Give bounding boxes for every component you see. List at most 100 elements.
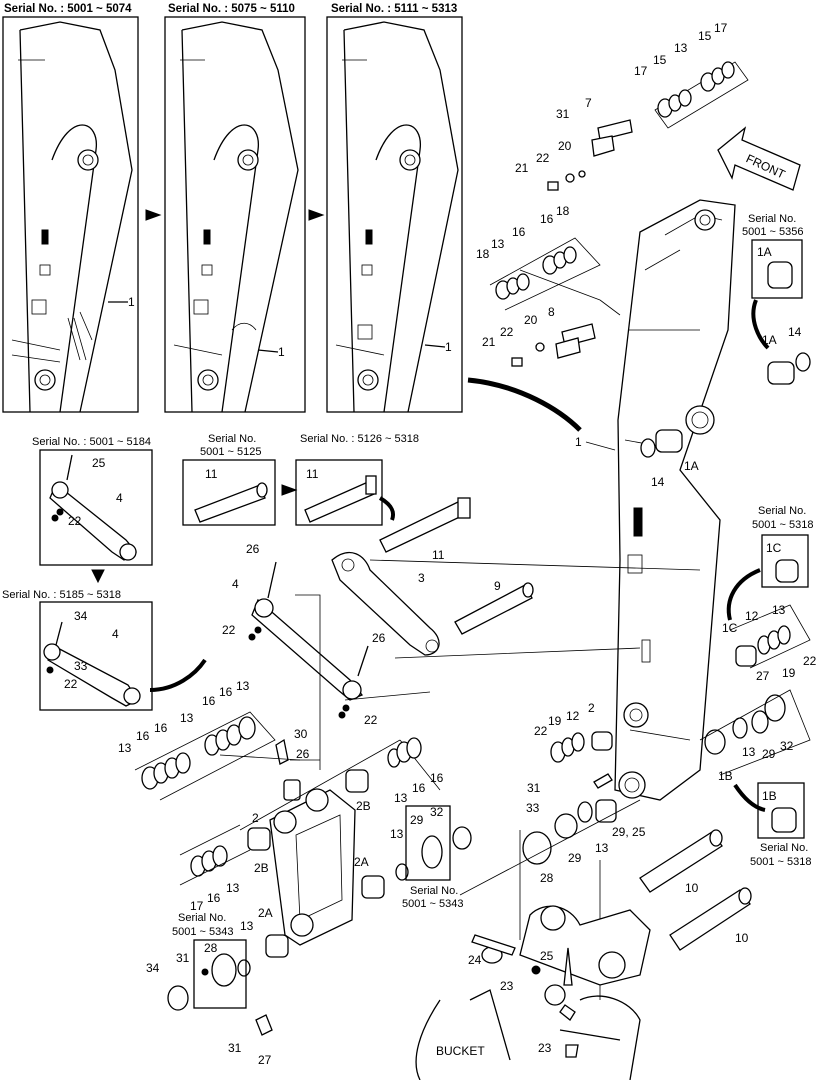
boom-panel-3 <box>326 16 463 413</box>
arrow-right-icon <box>308 209 325 221</box>
callout: 11 <box>205 467 218 481</box>
pin-11-assembly: 11 <box>379 497 471 562</box>
washer-stack-2b-right: 13 16 16 <box>387 737 444 805</box>
link-3: 3 <box>331 551 440 656</box>
callout: 8 <box>548 305 555 319</box>
washer-stack-mid: 18 13 16 16 18 <box>476 204 601 311</box>
callout: 21 <box>482 335 496 349</box>
callout: 13 <box>240 919 254 933</box>
callout: 23 <box>538 1041 552 1055</box>
callout: 2B <box>254 861 269 875</box>
callout: 13 <box>491 237 505 251</box>
callout: 20 <box>558 139 572 153</box>
callout: 1 <box>445 340 452 354</box>
inset-caption: 5001 ~ 5343 <box>402 898 463 910</box>
callout: 22 <box>500 325 514 339</box>
callout: 22 <box>364 713 378 727</box>
callout: 1 <box>128 295 135 309</box>
callout: 19 <box>548 714 562 728</box>
callout: 25 <box>540 949 554 963</box>
callout: 30 <box>294 727 308 741</box>
inset-caption: Serial No. : 5001 ~ 5184 <box>32 436 151 448</box>
callout: 34 <box>74 609 88 623</box>
callout: 2B <box>356 799 371 813</box>
callout: 9 <box>494 579 501 593</box>
callout: 26 <box>372 631 386 645</box>
callout: 16 <box>202 694 216 708</box>
arrow-right-icon <box>145 209 162 221</box>
callout: 33 <box>74 659 88 673</box>
inset-caption: Serial No. <box>748 213 796 225</box>
callout: 25 <box>92 456 106 470</box>
callout: 27 <box>258 1053 272 1067</box>
callout: 21 <box>515 161 529 175</box>
inset-box-pin11-b <box>295 459 383 526</box>
inset-caption: 5001 ~ 5318 <box>752 519 813 531</box>
inset-caption: Serial No. <box>758 505 806 517</box>
link-4-assembly: 26 4 22 26 22 <box>222 542 386 727</box>
washer-stack-boom-left: 22 19 12 2 31 <box>527 701 613 795</box>
callout: 15 <box>698 29 712 43</box>
callout: 4 <box>116 491 123 505</box>
inset-caption: Serial No. <box>178 912 226 924</box>
callout: 16 <box>512 225 526 239</box>
callout: 1 <box>278 345 285 359</box>
callout: 1B <box>762 789 777 803</box>
callout: 7 <box>585 96 592 110</box>
callout: 2A <box>354 855 369 869</box>
inset-caption: Serial No. <box>410 885 458 897</box>
washer-stack-right: 1C 12 13 19 22 <box>722 603 817 680</box>
inset-box-1c <box>761 534 809 588</box>
callout: 16 <box>207 891 221 905</box>
callout: 16 <box>219 685 233 699</box>
callout: 1C <box>766 541 782 555</box>
callout: 28 <box>204 941 218 955</box>
cover-group-right: 27 13 29 32 1B <box>699 669 811 783</box>
inset-box-1b <box>757 782 805 839</box>
callout: 18 <box>476 247 490 261</box>
pin-group-7: 7 31 20 22 21 <box>515 96 633 191</box>
callout: 14 <box>788 325 802 339</box>
inset-caption: 5001 ~ 5343 <box>172 926 233 938</box>
callout: 24 <box>468 953 482 967</box>
callout: 32 <box>430 805 444 819</box>
callout: 1A <box>762 333 777 347</box>
main-boom <box>614 199 736 801</box>
callout: 4 <box>112 627 119 641</box>
callout: 26 <box>246 542 260 556</box>
callout: 17 <box>190 899 204 913</box>
bushing-1b-group: 29, 25 13 29 28 33 <box>522 799 646 885</box>
pin-9: 9 <box>454 579 534 635</box>
link-2: 2 <box>252 779 356 946</box>
pin-10-b: 10 <box>669 887 752 951</box>
serial-header-3: Serial No. : 5111 ~ 5313 <box>331 3 457 15</box>
callout: 13 <box>236 679 250 693</box>
callout: 31 <box>556 107 570 121</box>
callout: 2A <box>258 906 273 920</box>
callout: 28 <box>540 871 554 885</box>
callout: 3 <box>418 571 425 585</box>
callout: 11 <box>306 467 319 481</box>
inset-caption: 5001 ~ 5356 <box>742 226 803 238</box>
callout: 31 <box>527 781 541 795</box>
callout: 22 <box>803 654 817 668</box>
callout: 16 <box>136 729 150 743</box>
callout: 33 <box>526 801 540 815</box>
callout: 19 <box>782 666 796 680</box>
callout: 22 <box>222 623 236 637</box>
callout: 13 <box>595 841 609 855</box>
bucket-label: BUCKET <box>436 1044 485 1058</box>
callout: 11 <box>432 548 445 562</box>
serial-header-2: Serial No. : 5075 ~ 5110 <box>168 3 295 15</box>
boom-panel-2 <box>164 16 306 413</box>
callout: 34 <box>146 961 160 975</box>
callout: 29 <box>762 747 776 761</box>
pin-group-8: 8 20 22 21 <box>482 305 596 367</box>
callout: 1B <box>718 769 733 783</box>
callout: 26 <box>296 747 310 761</box>
callout: 12 <box>566 709 580 723</box>
callout: 2 <box>588 701 595 715</box>
callout: 18 <box>556 204 570 218</box>
inset-box-lower-mid <box>405 805 451 881</box>
